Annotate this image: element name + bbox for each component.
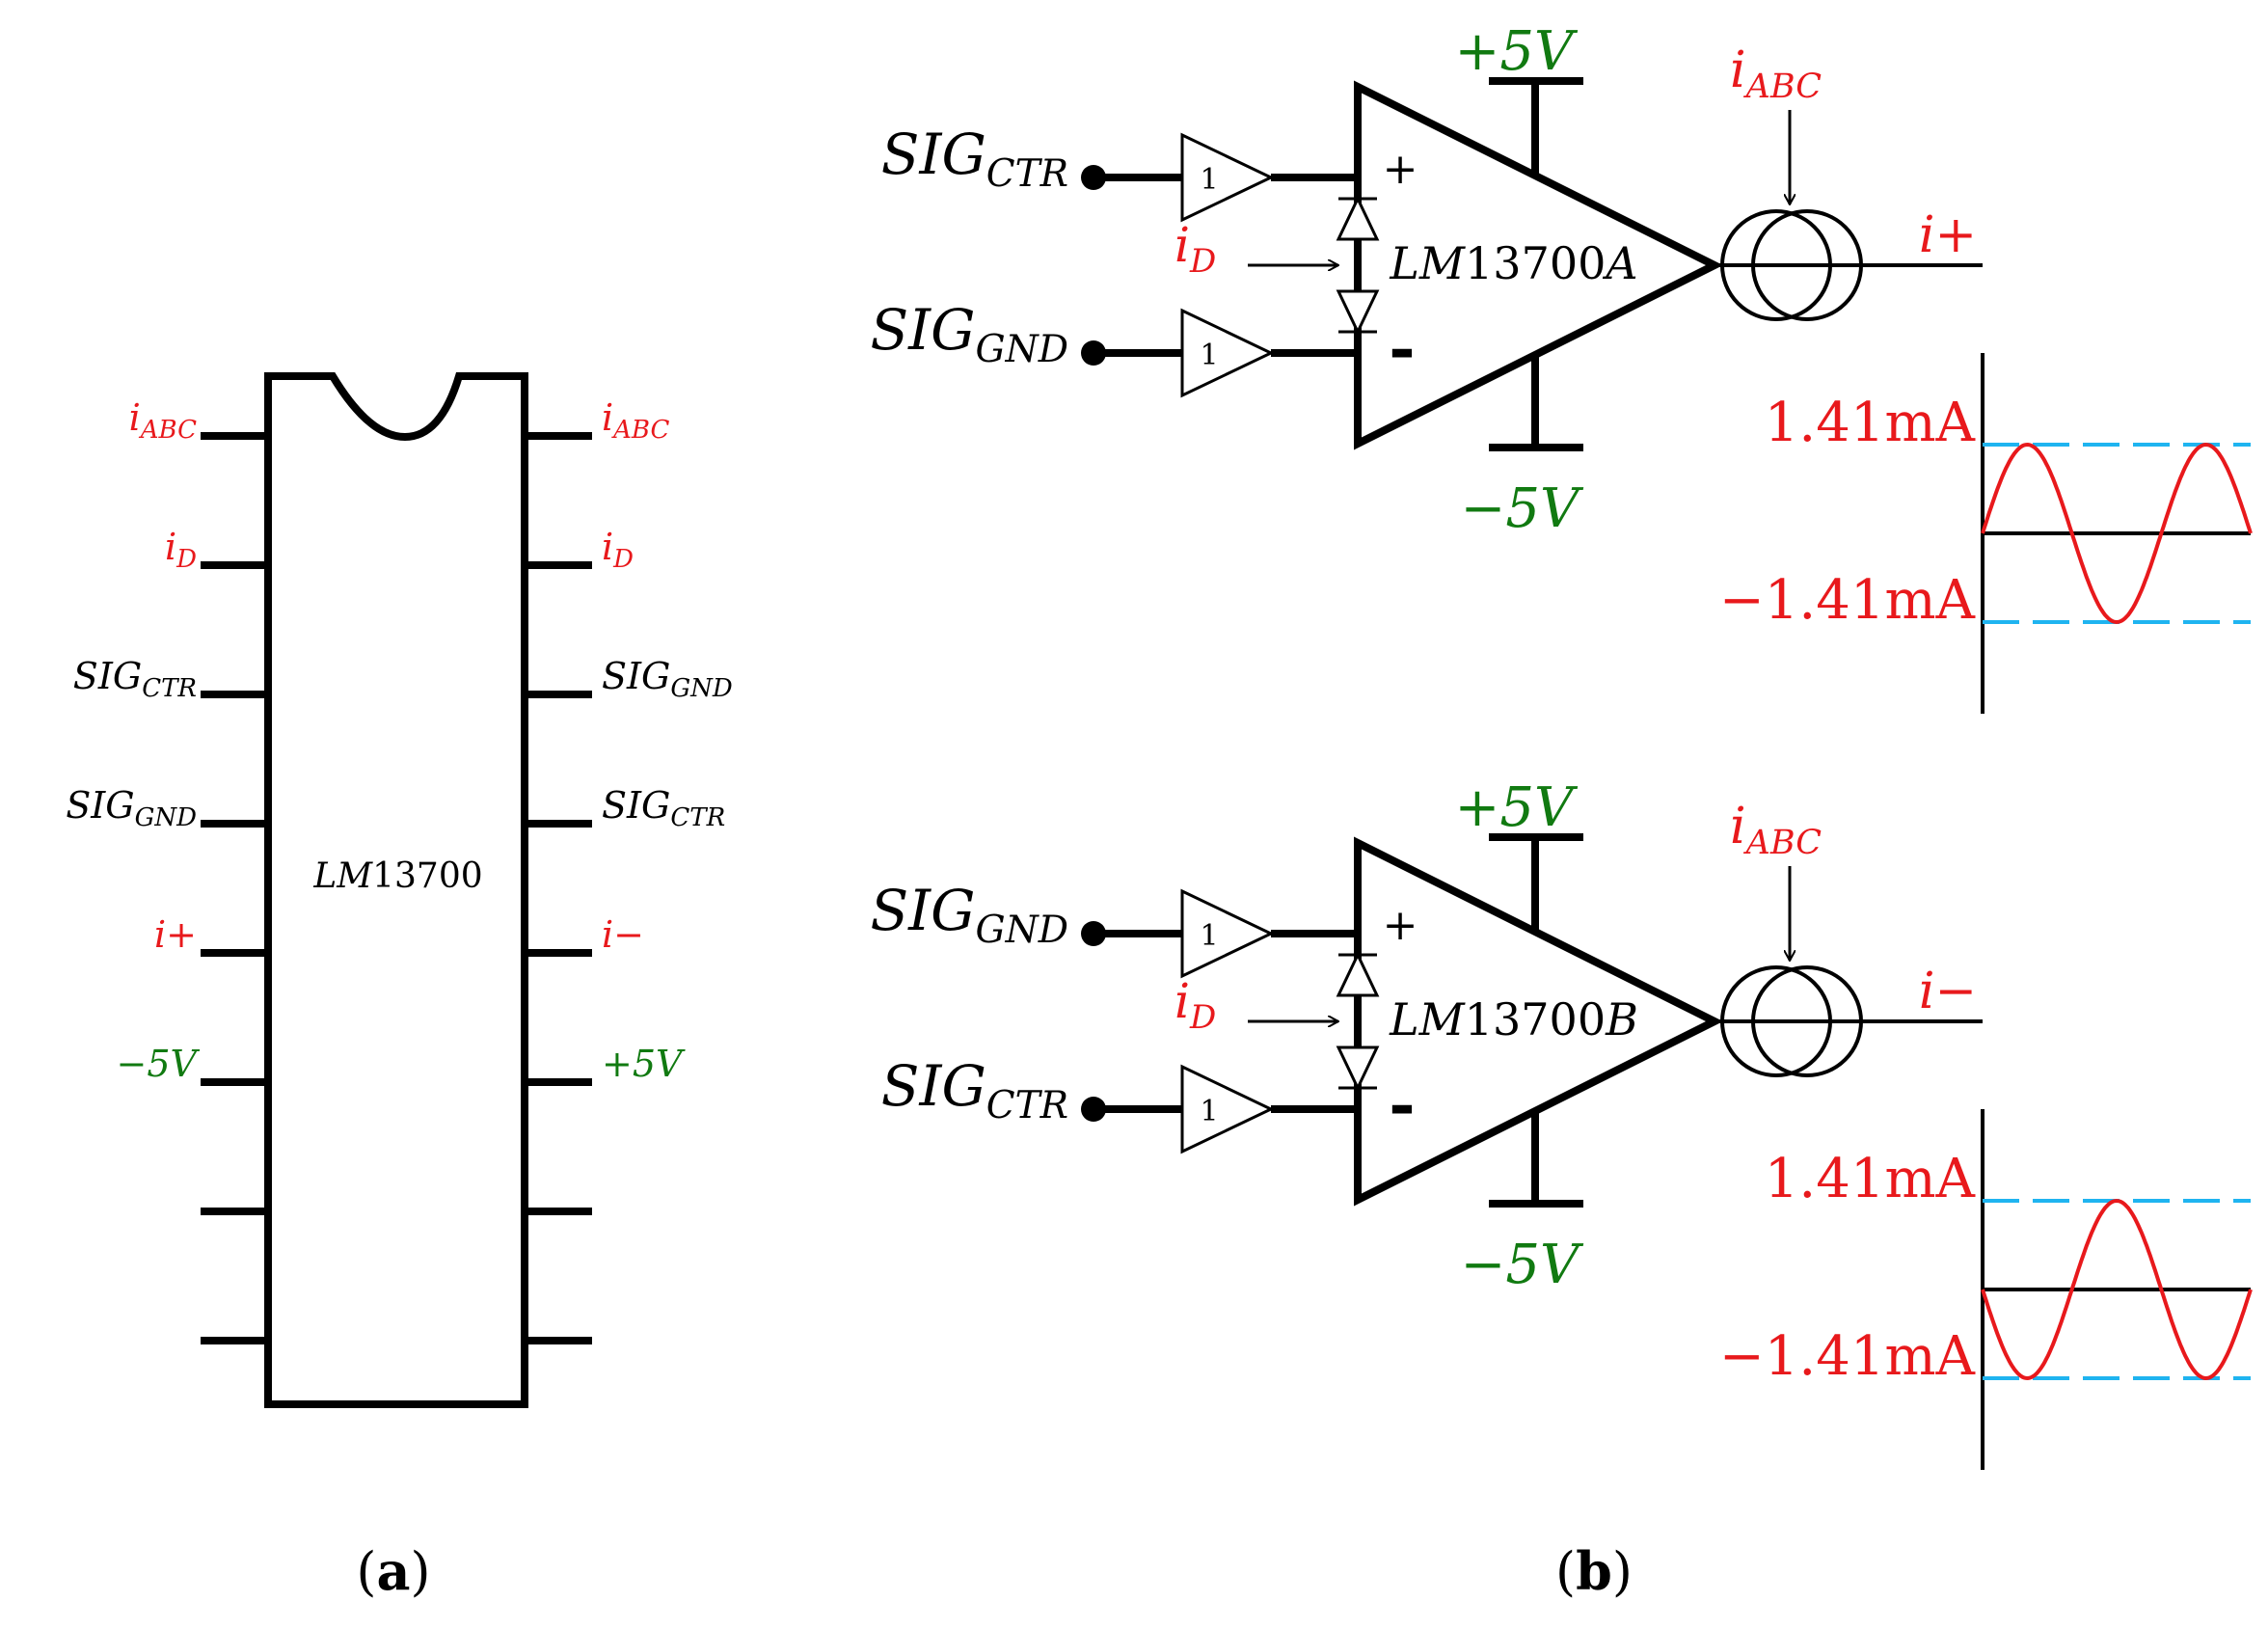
right-pin-label: SIGCTR — [602, 784, 725, 832]
waveform-curve — [1981, 1198, 2253, 1381]
chip-body — [264, 372, 528, 1408]
left-pin-label: iD — [165, 526, 197, 574]
left-pin-group: iABC iD SIGCTR SIGGND i+ −5V — [66, 396, 268, 1344]
upper-diode — [1336, 951, 1380, 997]
vminus-label: −5V — [1461, 477, 1585, 540]
buffer-gain-label: 1 — [1200, 339, 1218, 372]
diode-current-label: iD — [1174, 217, 1216, 281]
waveform-min-label: −1.41mA — [1719, 569, 1976, 632]
output-current-label: i+ — [1919, 206, 1977, 264]
caption-b: (b) — [1555, 1540, 1633, 1602]
positive-buffer — [1180, 888, 1275, 979]
negative-input-label: SIGGND — [870, 297, 1068, 371]
vplus-label: +5V — [1455, 20, 1580, 83]
opamp-name: LM13700A — [1389, 237, 1637, 289]
right-pin-label: +5V — [602, 1043, 686, 1085]
positive-input-label: SIGCTR — [881, 122, 1068, 196]
circuit-lm13700a: SIGCTR SIGGND 1 1 + - LM13700A iD +5V −5V i+ iABC 1.… — [870, 20, 2253, 714]
positive-input-label: SIGGND — [870, 878, 1068, 952]
vminus-label: −5V — [1461, 1234, 1585, 1296]
minus-sign: - — [1389, 1067, 1415, 1142]
waveform-max-label: 1.41mA — [1765, 392, 1976, 454]
iabc-label: iABC — [1730, 798, 1822, 862]
lower-diode — [1336, 1045, 1380, 1092]
iabc-label: iABC — [1730, 41, 1822, 106]
right-pin-label: i− — [602, 913, 644, 956]
chip-label: LM13700 — [312, 856, 482, 896]
right-pin-label: SIGGND — [602, 655, 733, 703]
waveform-curve — [1981, 442, 2253, 625]
diode-current-label: iD — [1174, 973, 1216, 1037]
left-pin-label: iABC — [129, 396, 198, 445]
waveform-max-label: 1.41mA — [1765, 1148, 1976, 1210]
left-pin-label: SIGGND — [66, 784, 197, 832]
caption-a: (a) — [356, 1540, 430, 1602]
negative-input-label: SIGCTR — [881, 1053, 1068, 1127]
panel-a: LM13700 iABC iD SIGCTR SIGGND i+ −5V iABC iD SI… — [66, 372, 733, 1602]
buffer-gain-label: 1 — [1200, 1095, 1218, 1128]
upper-diode — [1336, 195, 1380, 241]
left-pin-label: −5V — [117, 1043, 201, 1085]
lower-diode — [1336, 289, 1380, 336]
buffer-gain-label: 1 — [1200, 919, 1218, 953]
right-pin-label: iD — [602, 526, 634, 574]
vplus-label: +5V — [1455, 776, 1580, 839]
positive-buffer — [1180, 132, 1275, 223]
negative-buffer — [1180, 1064, 1275, 1154]
right-pin-group: iABC iD SIGGND SIGCTR i− +5V — [525, 396, 733, 1344]
plus-sign: + — [1383, 901, 1418, 950]
output-current-label: i− — [1919, 963, 1977, 1020]
left-pin-label: SIGCTR — [73, 655, 197, 703]
opamp-name: LM13700B — [1389, 993, 1638, 1045]
right-pin-label: iABC — [602, 396, 670, 445]
circuit-lm13700b: SIGGND SIGCTR 1 1 + - LM13700B iD +5V −5V i− iABC 1.… — [870, 776, 2253, 1470]
negative-buffer — [1180, 308, 1275, 398]
plus-sign: + — [1383, 145, 1418, 194]
buffer-gain-label: 1 — [1200, 163, 1218, 197]
left-pin-label: i+ — [154, 913, 197, 956]
minus-sign: - — [1389, 311, 1415, 386]
waveform-min-label: −1.41mA — [1719, 1325, 1976, 1388]
